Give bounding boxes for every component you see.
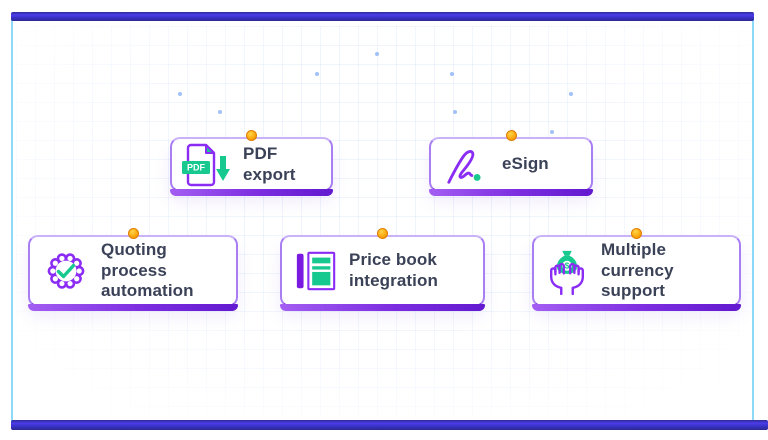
connector-dot: [505, 130, 517, 141]
pdf-file-icon: PDF: [182, 143, 230, 186]
sparkle-dot: [450, 72, 454, 76]
feature-card-quoting-process-automation: Quoting process automation: [28, 228, 238, 311]
feature-label: Quoting process automation: [101, 239, 194, 301]
sparkle-dot: [569, 92, 573, 96]
pdf-badge-text: PDF: [187, 162, 206, 172]
sparkle-dot: [218, 110, 222, 114]
connector-dot: [377, 228, 388, 239]
signature-icon: [447, 149, 481, 184]
sparkle-dot: [375, 52, 379, 56]
connector-dot: [246, 130, 257, 141]
sparkle-dot: [315, 72, 319, 76]
feature-card-multiple-currency-support: $ Multiple currency support: [532, 228, 741, 311]
feature-card-pdf-export: PDF PDF export: [170, 130, 333, 196]
sparkle-dot: [550, 130, 554, 134]
sparkle-dot: [178, 92, 182, 96]
connector-dot: [127, 228, 139, 239]
feature-label: eSign: [502, 154, 549, 174]
feature-label: Price book integration: [349, 250, 438, 290]
connector-dot: [631, 228, 642, 239]
feature-card-esign: eSign: [429, 130, 593, 196]
grid-fade-overlay: [16, 26, 752, 416]
feature-card-price-book-integration: Price book integration: [280, 228, 485, 311]
top-accent-bar: [11, 12, 754, 21]
verified-badge-icon: [47, 253, 85, 289]
currency-symbol: $: [565, 262, 570, 271]
sparkle-dot: [453, 110, 457, 114]
feature-label: PDF export: [243, 143, 296, 184]
feature-label: Multiple currency support: [601, 239, 674, 301]
price-book-icon: [296, 251, 336, 291]
bottom-accent-bar: [11, 420, 768, 430]
money-bag-in-hands-icon: $: [549, 250, 585, 295]
